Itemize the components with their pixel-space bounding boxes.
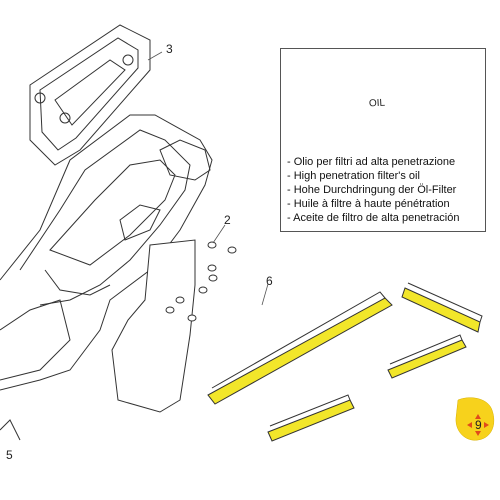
air-box-housing: [0, 24, 213, 441]
callout-3: 3: [166, 42, 173, 56]
filter-strip-bottom: [267, 399, 355, 442]
filter-strip-middle: [387, 339, 467, 379]
screw-set: [165, 241, 237, 322]
callout-5: 5: [6, 448, 13, 462]
oil-note-es: - Aceite de filtro de alta penetración: [287, 212, 460, 224]
rubber-flap: [111, 239, 196, 413]
oil-can-label: OIL: [368, 97, 386, 110]
oil-note-fr: - Huile à filtre à haute pénétration: [287, 198, 450, 210]
oil-note-de: - Hohe Durchdringung der Öl-Filter: [287, 184, 457, 196]
filter-strip-long: [207, 297, 393, 405]
arrow-marks-icon: [467, 414, 489, 436]
grease-marker: [455, 397, 495, 441]
oil-spec-box: - Olio per filtri ad alta penetrazione -…: [280, 48, 486, 232]
filter-strip-short-top: [401, 287, 481, 333]
oil-note-it: - Olio per filtri ad alta penetrazione: [287, 156, 456, 168]
callout-6: 6: [266, 274, 273, 288]
oil-notes-list: - Olio per filtri ad alta penetrazione -…: [287, 155, 459, 225]
callout-9: 9: [475, 418, 482, 432]
filter-strips: [207, 282, 483, 442]
oil-note-en: - High penetration filter's oil: [287, 170, 420, 182]
callout-2: 2: [224, 213, 231, 227]
